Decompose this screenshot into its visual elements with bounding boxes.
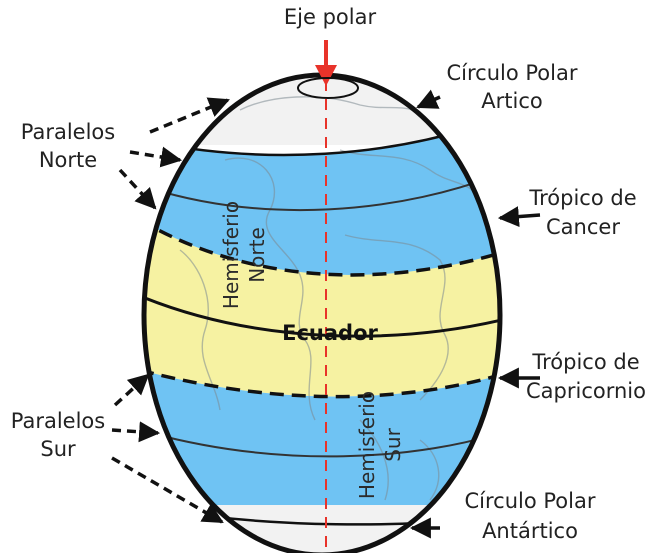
dashed-pointer-arrows bbox=[111, 97, 230, 524]
tropic-of-capricorn-label-1: Trópico de bbox=[531, 350, 639, 374]
tropic-of-cancer-line bbox=[144, 218, 500, 277]
south-parallel-pointer-3 bbox=[111, 456, 224, 524]
continent-outlines bbox=[179, 96, 481, 501]
cancer-pointer bbox=[497, 206, 541, 228]
polar-axis-arrowhead bbox=[315, 65, 337, 86]
antarctic-circle-label-1: Círculo Polar bbox=[465, 489, 596, 513]
tropic-of-capricorn-line bbox=[144, 368, 500, 399]
tropic-of-cancer-label-2: Cancer bbox=[546, 215, 620, 239]
south-parallel-pointer-1 bbox=[113, 373, 150, 407]
arctic-circle-label-1: Círculo Polar bbox=[447, 61, 578, 85]
tropic-of-cancer-label-1: Trópico de bbox=[528, 186, 636, 210]
north-parallel-pointer-2 bbox=[129, 146, 183, 168]
antarctic-circle-label-2: Antártico bbox=[482, 519, 578, 543]
south-hemisphere-label-2: Sur bbox=[381, 427, 405, 461]
equator-line bbox=[144, 294, 500, 338]
south-parallels-label-2: Sur bbox=[40, 437, 76, 461]
north-hemisphere-label-1: Hemisferio bbox=[219, 201, 243, 309]
equator-label: Ecuador bbox=[282, 321, 378, 345]
arctic-circle-label-2: Artico bbox=[481, 89, 542, 113]
north-pole-ring bbox=[297, 77, 359, 99]
north-hemisphere-label-2: Norte bbox=[245, 227, 269, 283]
south-parallels-label-1: Paralelos bbox=[11, 409, 105, 433]
arctic-pointer bbox=[416, 89, 441, 109]
north-parallel-line-1 bbox=[144, 169, 500, 211]
north-parallels-label-2: Norte bbox=[39, 148, 97, 172]
north-hemisphere-label: Hemisferio Norte bbox=[219, 201, 269, 309]
polar-axis-label: Eje polar bbox=[284, 5, 377, 29]
south-hemisphere-label: Hemisferio Sur bbox=[355, 391, 405, 499]
tropic-of-capricorn-label-2: Capricornio bbox=[526, 379, 646, 403]
south-parallel-pointer-2 bbox=[111, 421, 161, 443]
north-parallel-pointer-3 bbox=[118, 168, 157, 210]
pointer-arrows bbox=[409, 89, 541, 539]
north-parallels-label-1: Paralelos bbox=[21, 120, 115, 144]
south-hemisphere-label-1: Hemisferio bbox=[355, 391, 379, 499]
